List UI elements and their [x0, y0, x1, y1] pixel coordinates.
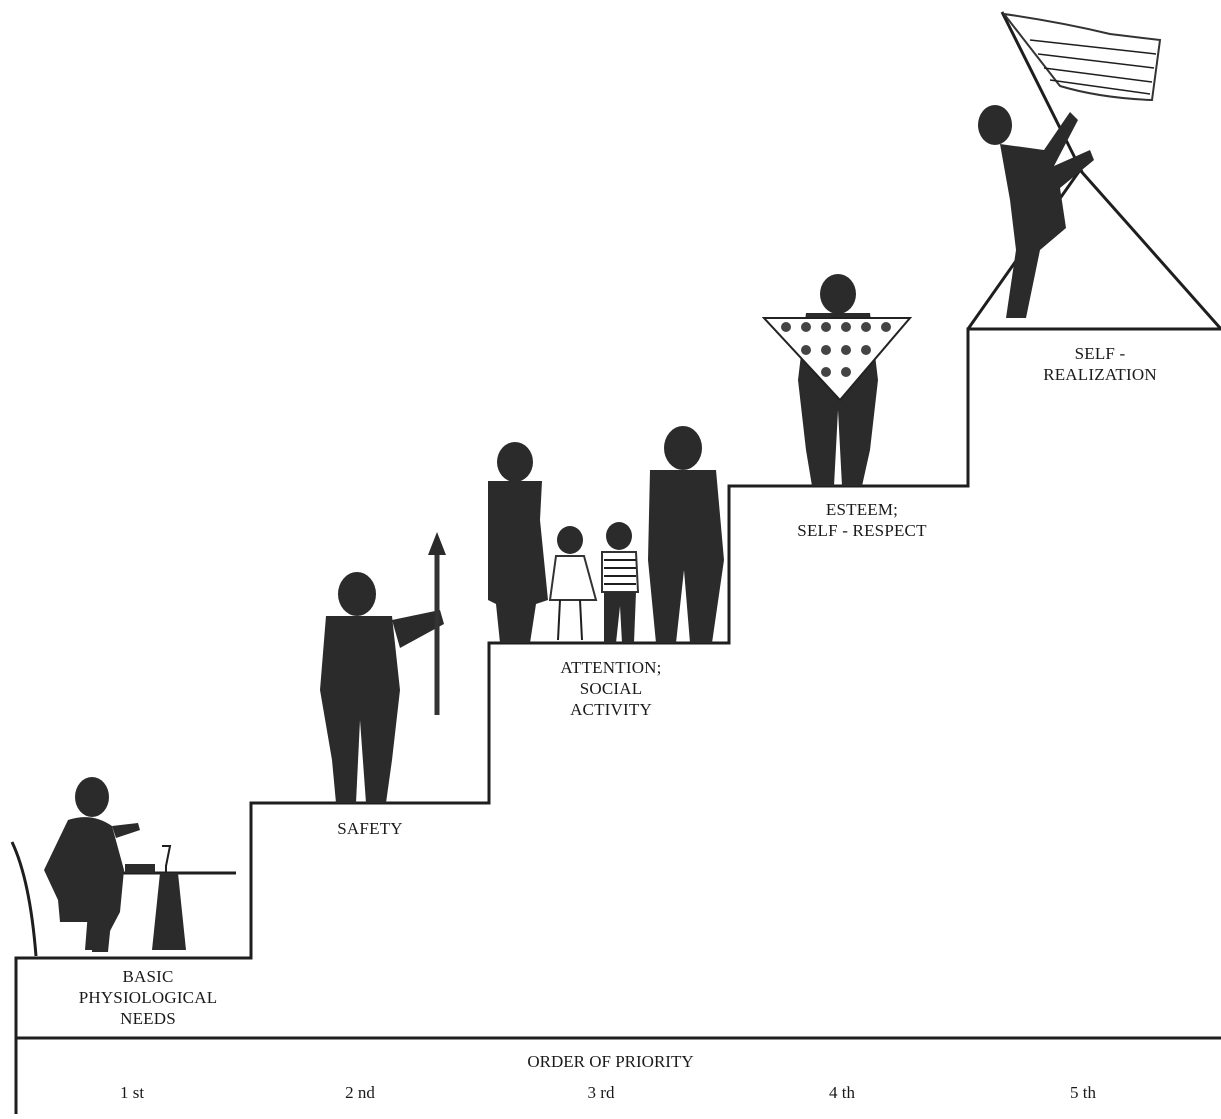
- diner-figure: [10, 777, 236, 957]
- rank-4: 4 th: [829, 1083, 855, 1102]
- rank-1: 1 st: [119, 1083, 145, 1102]
- step-2-line-1: SAFETY: [337, 819, 403, 838]
- step-3-line-3: ACTIVITY: [570, 700, 652, 719]
- rank-3: 3 rd: [587, 1083, 615, 1102]
- esteem-figure: [761, 274, 913, 486]
- step-5-label: SELF - REALIZATION: [1025, 343, 1175, 385]
- family-figure: [488, 426, 724, 643]
- rank-5: 5 th: [1070, 1083, 1096, 1102]
- summit-figure: [966, 11, 1221, 330]
- step-1-line-3: NEEDS: [120, 1009, 176, 1028]
- step-2-label: SAFETY: [310, 818, 430, 839]
- step-3-line-1: ATTENTION;: [560, 658, 662, 677]
- order-of-priority-title: ORDER OF PRIORITY: [527, 1052, 694, 1071]
- step-1-line-2: PHYSIOLOGICAL: [78, 988, 218, 1007]
- rank-2: 2 nd: [345, 1083, 375, 1102]
- step-4-label: ESTEEM; SELF - RESPECT: [782, 499, 942, 541]
- step-3-line-2: SOCIAL: [579, 679, 643, 698]
- step-4-line-1: ESTEEM;: [825, 500, 899, 519]
- step-4-line-2: SELF - RESPECT: [797, 521, 927, 540]
- step-1-line-1: BASIC: [122, 967, 174, 986]
- step-5-line-1: SELF -: [1074, 344, 1126, 363]
- step-5-line-2: REALIZATION: [1043, 365, 1157, 384]
- step-3-label: ATTENTION; SOCIAL ACTIVITY: [546, 657, 676, 720]
- step-1-label: BASIC PHYSIOLOGICAL NEEDS: [78, 966, 218, 1029]
- staircase-outline: [14, 327, 1221, 1114]
- safety-figure: [320, 532, 446, 803]
